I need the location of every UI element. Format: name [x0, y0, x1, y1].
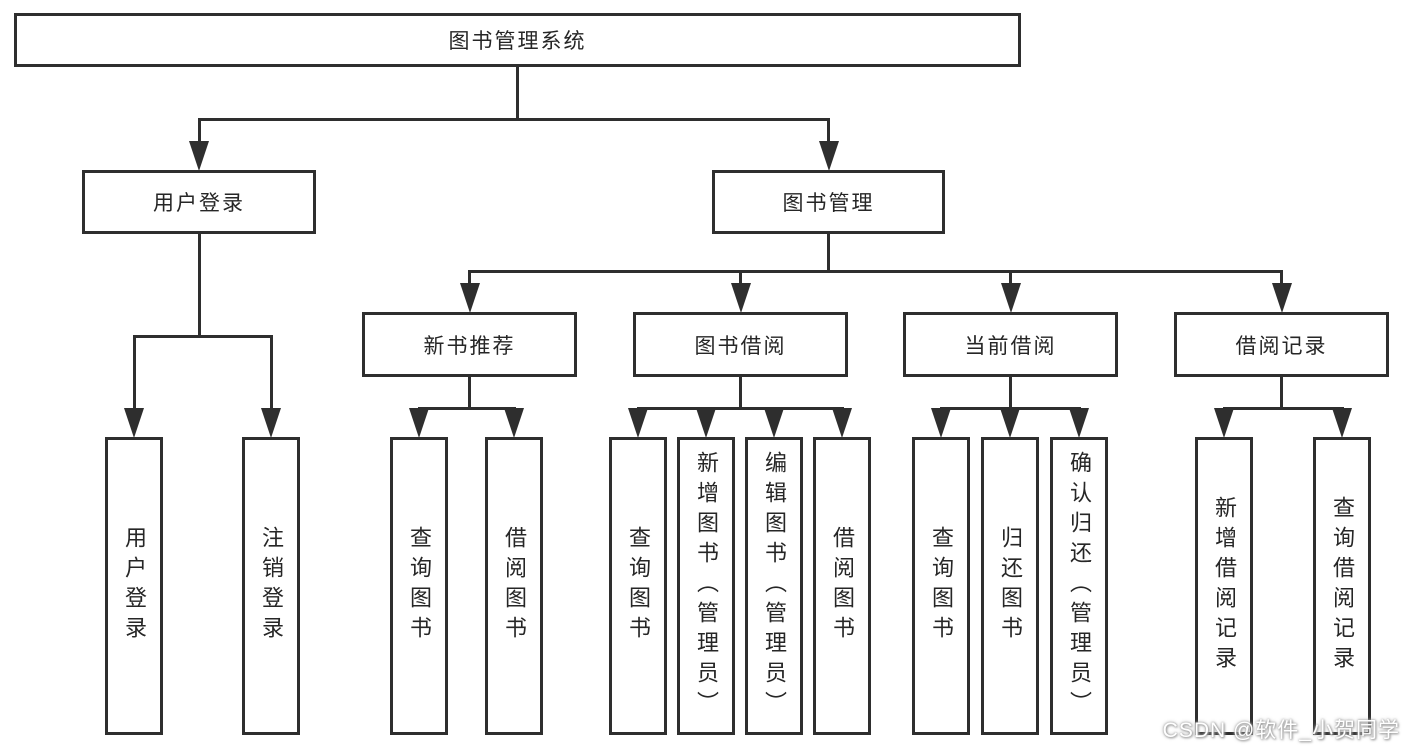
node-query-books: 查询图书 [912, 437, 970, 735]
connector-line [269, 336, 273, 415]
node-label: 确认归还（管理员） [1067, 451, 1092, 721]
connector-line [132, 334, 273, 338]
node-label: 借阅图书 [830, 526, 855, 646]
node-label: 查询图书 [929, 526, 954, 646]
connector-line [1280, 377, 1283, 408]
connector-line [1009, 377, 1012, 408]
connector-line [468, 271, 471, 290]
node-confirm-return-admin: 确认归还（管理员） [1050, 437, 1108, 735]
connector-line [827, 119, 830, 148]
arrow-down-icon [1000, 408, 1020, 438]
node-borrow-books: 借阅图书 [485, 437, 543, 735]
connector-line [636, 406, 844, 410]
arrow-down-icon [832, 408, 852, 438]
node-label: 用户登录 [153, 192, 245, 215]
arrow-down-icon [764, 408, 784, 438]
arrow-down-icon [261, 408, 281, 438]
node-label: 编辑图书（管理员） [762, 451, 787, 721]
node-label: 借阅图书 [502, 526, 527, 646]
node-label: 新书推荐 [423, 334, 516, 358]
node-label: 借阅记录 [1235, 334, 1328, 358]
connector-line [1280, 271, 1283, 290]
node-label: 归还图书 [998, 526, 1023, 646]
arrow-down-icon [1332, 408, 1352, 438]
node-add-book-admin: 新增图书（管理员） [677, 437, 735, 735]
connector-line [132, 336, 136, 415]
node-label: 查询借阅记录 [1330, 496, 1355, 676]
arrow-down-icon [459, 283, 480, 313]
arrow-down-icon [189, 141, 209, 171]
connector-line [197, 234, 201, 336]
node-add-borrow-record: 新增借阅记录 [1195, 437, 1253, 735]
node-label: 当前借阅 [964, 334, 1057, 358]
node-query-borrow-record: 查询借阅记录 [1313, 437, 1371, 735]
arrow-down-icon [628, 408, 648, 438]
arrow-down-icon [1069, 408, 1089, 438]
connector-line [197, 119, 201, 148]
arrow-down-icon [504, 408, 524, 438]
node-user-login: 用户登录 [105, 437, 163, 735]
connector-line [827, 234, 830, 271]
node-label: 新增图书（管理员） [694, 451, 719, 721]
node-label: 查询图书 [626, 526, 651, 646]
connector-line [739, 377, 742, 408]
connector-line [468, 269, 1283, 273]
node-label: 图书管理系统 [448, 30, 587, 53]
node-book-management-module: 图书管理 [712, 170, 945, 234]
connector-line [1222, 406, 1344, 410]
arrow-down-icon [696, 408, 716, 438]
connector-line [739, 271, 742, 290]
node-return-books: 归还图书 [981, 437, 1039, 735]
node-label: 图书管理 [782, 192, 875, 215]
arrow-down-icon [1214, 408, 1234, 438]
arrow-down-icon [1000, 283, 1021, 313]
watermark: CSDN @软件_小贺同学 [1162, 719, 1400, 742]
node-logout: 注销登录 [242, 437, 300, 735]
node-book-borrowing: 图书借阅 [633, 312, 848, 377]
connector-line [417, 406, 516, 410]
node-label: 图书借阅 [694, 334, 787, 358]
connector-line [1009, 271, 1012, 290]
node-borrowing-records: 借阅记录 [1174, 312, 1389, 377]
arrow-down-icon [931, 408, 951, 438]
node-user-login-module: 用户登录 [82, 170, 316, 234]
arrow-down-icon [818, 141, 839, 171]
node-new-book-recommend: 新书推荐 [362, 312, 577, 377]
connector-line [197, 117, 830, 121]
node-query-books: 查询图书 [609, 437, 667, 735]
arrow-down-icon [1271, 283, 1292, 313]
connector-line [516, 67, 519, 119]
node-borrow-books: 借阅图书 [813, 437, 871, 735]
node-label: 新增借阅记录 [1212, 496, 1237, 676]
connector-line [468, 377, 471, 408]
node-current-borrowing: 当前借阅 [903, 312, 1118, 377]
arrow-down-icon [730, 283, 751, 313]
node-library-management-system: 图书管理系统 [14, 13, 1021, 67]
node-edit-book-admin: 编辑图书（管理员） [745, 437, 803, 735]
node-label: 查询图书 [407, 526, 432, 646]
node-query-books: 查询图书 [390, 437, 448, 735]
node-label: 用户登录 [122, 526, 147, 646]
arrow-down-icon [409, 408, 429, 438]
arrow-down-icon [124, 408, 144, 438]
node-label: 注销登录 [259, 526, 284, 646]
